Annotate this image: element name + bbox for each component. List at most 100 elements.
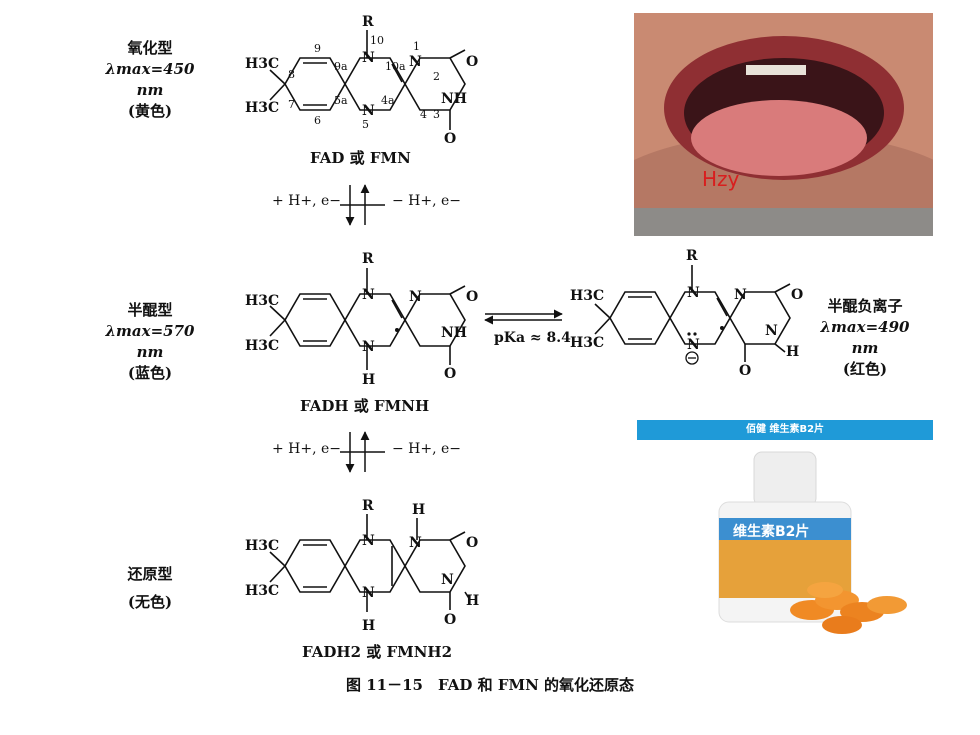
- anion-label: 半醌负离子 λmax=490 nm (红色): [805, 296, 925, 380]
- arrow1-reverse-label: − H+, e−: [392, 193, 462, 209]
- oxidized-n1: N: [409, 54, 422, 70]
- oxidized-lambda: λmax=450 nm: [105, 60, 195, 99]
- semi-o4: O: [444, 366, 456, 382]
- num-4: 4: [420, 108, 427, 121]
- anion-h3c-bottom: H3C: [570, 335, 604, 351]
- num-7: 7: [288, 98, 295, 111]
- anion-n10: N: [687, 285, 700, 301]
- num-9: 9: [314, 42, 321, 55]
- pill-bottle-label: 维生素B2片: [733, 524, 810, 540]
- num-3: 3: [433, 108, 440, 121]
- red-n1: N: [409, 535, 422, 551]
- oxidized-h3c-bottom: H3C: [245, 100, 279, 116]
- red-h5: H: [362, 618, 375, 634]
- red-o4: O: [444, 612, 456, 628]
- oxidized-numbering: 1 2 3 4 4a 5 5a 6 7 8 9 9a 10 10a: [288, 34, 440, 131]
- reduced-structure: [269, 514, 471, 612]
- semi-h3c-bottom: H3C: [245, 338, 279, 354]
- oxidized-n10: N: [362, 50, 375, 66]
- reduced-label: 还原型 (无色): [100, 560, 200, 616]
- anion-color: (红色): [842, 360, 888, 378]
- semi-n5: N: [362, 339, 375, 355]
- semiquinone-type: 半醌型: [127, 301, 173, 319]
- equilibrium-arrow-1: [340, 184, 385, 226]
- semiquinone-structure: [269, 268, 466, 370]
- oxidized-color: (黄色): [127, 102, 173, 120]
- arrow2-reverse-label: − H+, e−: [392, 441, 462, 457]
- pill-photo: 维生素B2片: [637, 440, 933, 640]
- reduced-atoms: R H H3C H3C N N N O N H O H: [245, 498, 479, 634]
- num-8: 8: [288, 68, 295, 81]
- red-n10: N: [362, 533, 375, 549]
- pill-banner: 佰健 维生素B2片: [637, 420, 933, 440]
- semi-o2: O: [466, 289, 478, 305]
- anion-n5: N: [687, 337, 700, 353]
- num-10a: 10a: [385, 60, 406, 73]
- semiquinone-lambda: λmax=570 nm: [105, 322, 195, 361]
- oxidized-r: R: [362, 14, 374, 30]
- semi-n1: N: [409, 289, 422, 305]
- pill-image: [718, 451, 907, 634]
- semi-h3c-top: H3C: [245, 293, 279, 309]
- oxidized-structure: [269, 30, 466, 130]
- equilibrium-arrow-2: [340, 431, 385, 473]
- figure-caption: 图 11－15 FAD 和 FMN 的氧化还原态: [345, 676, 635, 694]
- anion-structure: [594, 265, 791, 362]
- semiquinone-atoms: R H3C H3C N N N O NH O H: [245, 251, 478, 388]
- pka-label: pKa ≈ 8.4: [494, 330, 571, 346]
- anion-n3: N: [765, 323, 778, 339]
- num-5a: 5a: [334, 94, 348, 107]
- red-n5: N: [362, 585, 375, 601]
- num-6: 6: [314, 114, 321, 127]
- red-h3c-top: H3C: [245, 538, 279, 554]
- oxidized-type: 氧化型: [127, 39, 173, 57]
- red-h3: H: [466, 593, 479, 609]
- semiquinone-label: 半醌型 λmax=570 nm (蓝色): [95, 300, 205, 384]
- pka-equilibrium-arrows: [484, 309, 563, 325]
- semi-h5: H: [362, 372, 375, 388]
- tongue-watermark: Hzy: [702, 167, 740, 191]
- red-h1: H: [412, 502, 425, 518]
- tongue-image: [634, 13, 933, 236]
- semi-r: R: [362, 251, 374, 267]
- oxidized-o4: O: [444, 131, 456, 147]
- semiquinone-compound-name: FADH 或 FMNH: [300, 397, 430, 415]
- oxidized-compound-name: FAD 或 FMN: [310, 149, 411, 167]
- tongue-photo: Hzy: [634, 13, 933, 236]
- reduced-color: (无色): [127, 593, 173, 611]
- oxidized-nh3: NH: [441, 91, 467, 107]
- anion-r: R: [686, 248, 698, 264]
- anion-o2: O: [791, 287, 803, 303]
- anion-atoms: R H3C H3C N N N O N H O: [570, 248, 803, 379]
- anion-n1: N: [734, 287, 747, 303]
- anion-h3: H: [786, 344, 799, 360]
- anion-type: 半醌负离子: [827, 297, 903, 315]
- anion-h3c-top: H3C: [570, 288, 604, 304]
- oxidized-label: 氧化型 λmax=450 nm (黄色): [95, 38, 205, 122]
- semiquinone-color: (蓝色): [127, 364, 173, 382]
- semi-nh3: NH: [441, 325, 467, 341]
- oxidized-o2: O: [466, 54, 478, 70]
- arrow2-forward-label: + H+, e−: [272, 441, 342, 457]
- radical-dot-semi: [395, 328, 399, 332]
- reduced-type: 还原型: [127, 565, 173, 583]
- num-9a: 9a: [334, 60, 348, 73]
- num-5: 5: [362, 118, 369, 131]
- red-h3c-bottom: H3C: [245, 583, 279, 599]
- oxidized-n5: N: [362, 103, 375, 119]
- oxidized-h3c-top: H3C: [245, 56, 279, 72]
- reduced-compound-name: FADH2 或 FMNH2: [302, 643, 453, 661]
- anion-lambda: λmax=490 nm: [820, 318, 910, 357]
- semi-n10: N: [362, 287, 375, 303]
- arrow1-forward-label: + H+, e−: [272, 193, 342, 209]
- num-2: 2: [433, 70, 440, 83]
- red-r: R: [362, 498, 374, 514]
- red-o2: O: [466, 535, 478, 551]
- red-n3: N: [441, 572, 454, 588]
- anion-o4: O: [739, 363, 751, 379]
- num-4a: 4a: [381, 94, 395, 107]
- num-10: 10: [370, 34, 384, 47]
- oxidized-atoms: R H3C H3C N N N O NH O: [245, 14, 478, 147]
- num-1: 1: [413, 40, 420, 53]
